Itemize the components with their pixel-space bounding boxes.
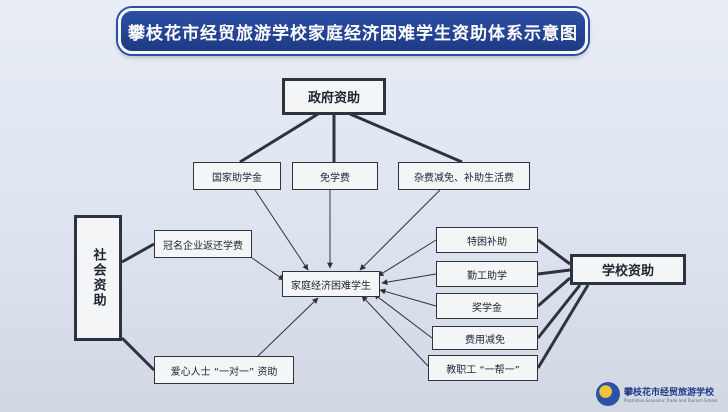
arrow-work-study-center <box>381 273 437 286</box>
arrow-national-grant-center <box>254 189 309 271</box>
center-box: 家庭经济困难学生 <box>282 271 380 297</box>
school-funding-box: 学校资助 <box>570 254 686 285</box>
connector-school-staff-help <box>536 284 590 369</box>
national-grant-box: 国家助学金 <box>193 162 281 190</box>
arrow-enterprise-center <box>251 257 285 281</box>
connector-school-work-study <box>537 268 571 276</box>
arrow-fee-reduction-center <box>373 293 433 339</box>
arrow-staff-help-center <box>361 295 429 367</box>
fee-reduction-box: 费用减免 <box>432 326 538 350</box>
tuition-free-box: 免学费 <box>292 162 378 190</box>
society-funding-box: 社会资助 <box>74 215 122 341</box>
fees-waiver-box: 杂费减免、补助生活费 <box>398 162 530 190</box>
work-study-box: 勤工助学 <box>436 261 538 287</box>
connector-school-special-hardship <box>537 238 571 266</box>
government-funding-box: 政府资助 <box>282 78 386 115</box>
enterprise-box: 冠名企业返还学费 <box>154 230 252 258</box>
connector-gov-national-grant <box>239 112 319 164</box>
arrow-fees-waiver-center <box>359 189 441 271</box>
logo-school-name: 攀枝花市经贸旅游学校 <box>624 388 715 398</box>
staff-help-box: 教职工 “一帮一” <box>428 355 538 381</box>
connector-society-enterprise <box>121 242 155 264</box>
caring-people-box: 爱心人士 “一对一” 资助 <box>154 356 294 384</box>
diagram-title: 攀枝花市经贸旅游学校家庭经济困难学生资助体系示意图 <box>118 8 588 54</box>
logo-subtitle: Panzhihua Economic Trade and Tourism Sch… <box>624 398 718 403</box>
connector-society-caring <box>120 336 156 372</box>
school-logo: 攀枝花市经贸旅游学校 Panzhihua Economic Trade and … <box>596 382 717 406</box>
school-emblem-icon <box>596 382 620 406</box>
arrow-special-hardship-center <box>377 239 437 277</box>
scholarship-box: 奖学金 <box>436 293 538 319</box>
connector-school-fee-reduction <box>536 284 582 339</box>
arrow-caring-center <box>257 297 319 357</box>
special-hardship-box: 特困补助 <box>436 227 538 253</box>
connector-school-scholarship <box>537 276 571 308</box>
connector-gov-fees-waiver <box>349 112 463 164</box>
arrow-scholarship-center <box>379 288 437 307</box>
